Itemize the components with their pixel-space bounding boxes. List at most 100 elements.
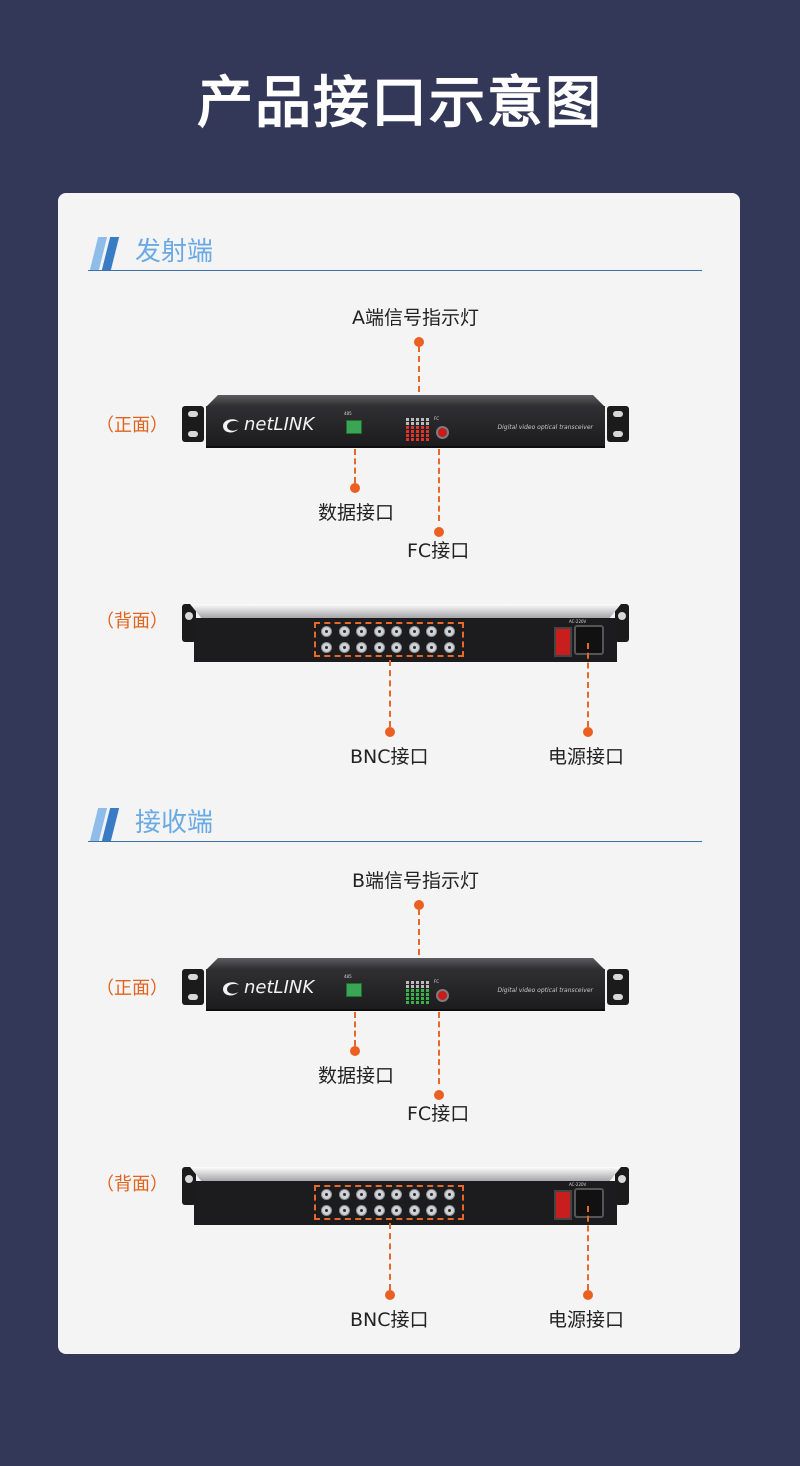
section-title: 接收端 [135,808,214,838]
power-switch [554,1190,572,1220]
bnc-connector [373,642,385,653]
chassis-top [190,604,621,620]
led-indicator [416,426,419,429]
led-indicator [421,430,424,433]
front-caption: Digital video optical transceiver [497,987,593,994]
led-indicator [416,989,419,992]
bnc-connector [356,626,367,637]
led-indicator [426,997,429,1000]
led-indicator [421,422,424,425]
bnc-connector [373,626,385,637]
led-indicator [416,1001,419,1004]
content-card: 发射端 A端信号指示灯 （正面） netLINK 485 FC Digital … [58,193,740,1354]
led-indicator [416,981,419,984]
data-port-label: 485 [344,974,352,979]
section-title: 发射端 [135,237,214,267]
callout-dot [414,900,424,910]
bnc-connector [338,1205,350,1216]
bnc-connector [408,642,420,653]
bnc-connector [321,626,332,637]
receiver-back-panel: AC-220V [182,1167,629,1225]
receiver-front-panel: netLINK 485 FC Digital video optical tra… [182,958,629,1011]
front-view-label: （正面） [96,978,168,999]
power-socket [574,625,604,655]
led-indicator [406,430,409,433]
bnc-connector [373,1189,385,1200]
bnc-connector [321,642,332,653]
led-indicator [416,438,419,441]
led-indicator [411,993,414,996]
led-indicator [416,430,419,433]
bnc-connector [443,626,455,637]
brand-name: netLINK [244,414,315,435]
led-indicator [421,434,424,437]
chassis-top [190,1167,621,1183]
front-face: netLINK 485 FC Digital video optical tra… [206,406,605,448]
power-rating-label: AC-220V [569,1182,587,1187]
led-indicator [426,993,429,996]
bnc-connector [338,626,350,637]
callout-dot [414,337,424,347]
bnc-connector [408,1189,420,1200]
rack-ear-left [182,604,196,642]
led-indicator [406,989,409,992]
bnc-connector [426,626,437,637]
power-switch [554,627,572,657]
callout-line [438,449,440,521]
back-view-label: （背面） [96,611,168,632]
rear-face: AC-220V [194,618,617,662]
netlink-logo: netLINK [220,977,320,999]
led-indicator [406,422,409,425]
bnc-callout: BNC接口 [350,746,429,768]
bnc-connector [338,1189,350,1200]
led-indicator [406,438,409,441]
led-indicator [406,434,409,437]
led-indicator [426,418,429,421]
led-indicator [406,1001,409,1004]
led-indicator [421,438,424,441]
bnc-connector [373,1205,385,1216]
fc-port-callout: FC接口 [407,540,470,562]
led-indicator [421,993,424,996]
led-indicator [426,434,429,437]
led-indicator [411,438,414,441]
page-title: 产品接口示意图 [197,71,603,136]
led-indicator [411,981,414,984]
data-port-terminal [346,983,362,997]
section-divider [88,270,702,271]
led-indicator [406,997,409,1000]
led-indicator [426,989,429,992]
bnc-connector [443,642,455,653]
led-indicator [426,430,429,433]
led-indicator [411,426,414,429]
fc-port-label: FC [434,416,440,421]
callout-line [389,1223,391,1290]
rack-ear-right [607,969,629,1005]
led-indicator [406,426,409,429]
bnc-connector [356,1205,367,1216]
callout-line [354,449,356,483]
transmitter-front-panel: netLINK 485 FC Digital video optical tra… [182,395,629,448]
led-indicator [416,997,419,1000]
power-socket [574,1188,604,1218]
bnc-highlight-box [314,1185,464,1220]
bnc-connector [391,1189,402,1200]
callout-dot [434,1090,444,1100]
led-indicator [421,985,424,988]
led-indicator [416,434,419,437]
led-indicator [426,985,429,988]
bnc-connector [338,642,350,653]
rack-ear-left [182,969,204,1005]
back-view-label: （背面） [96,1174,168,1195]
callout-line [587,1206,589,1290]
fc-port-callout: FC接口 [407,1103,470,1125]
front-face: netLINK 485 FC Digital video optical tra… [206,969,605,1011]
bnc-connector [321,1189,332,1200]
power-rating-label: AC-220V [569,619,587,624]
bnc-connector [408,626,420,637]
led-indicator [411,1001,414,1004]
led-indicator [406,993,409,996]
callout-dot [583,1290,593,1300]
callout-line [354,1012,356,1046]
callout-dot [350,483,360,493]
